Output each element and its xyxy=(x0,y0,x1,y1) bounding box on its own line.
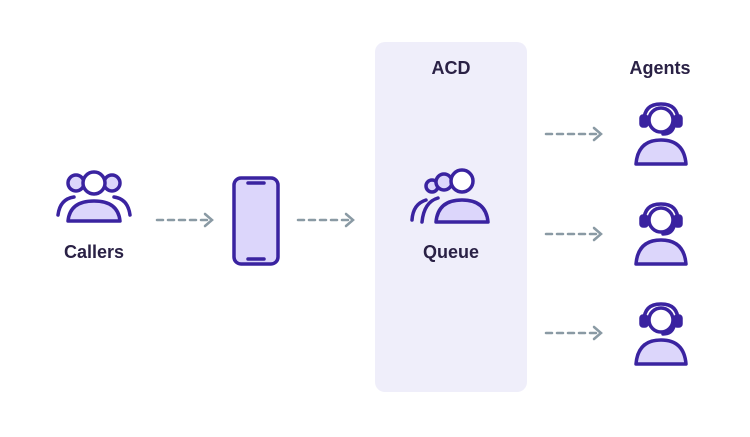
smartphone-icon xyxy=(232,176,280,266)
acd-title: ACD xyxy=(431,58,471,78)
queue-label: Queue xyxy=(422,242,479,262)
dashed-arrow-right-icon xyxy=(544,125,606,143)
dashed-arrow-right-icon xyxy=(544,324,606,342)
agents-title: Agents xyxy=(629,58,691,78)
dashed-arrow-right-icon xyxy=(544,225,606,243)
group-of-people-icon xyxy=(52,165,136,227)
headset-agent-icon xyxy=(630,102,692,166)
dashed-arrow-right-icon xyxy=(296,211,358,229)
dashed-arrow-right-icon xyxy=(155,211,217,229)
headset-agent-icon xyxy=(630,302,692,366)
callers-label: Callers xyxy=(63,242,125,262)
queue-people-icon xyxy=(408,166,492,226)
headset-agent-icon xyxy=(630,202,692,266)
